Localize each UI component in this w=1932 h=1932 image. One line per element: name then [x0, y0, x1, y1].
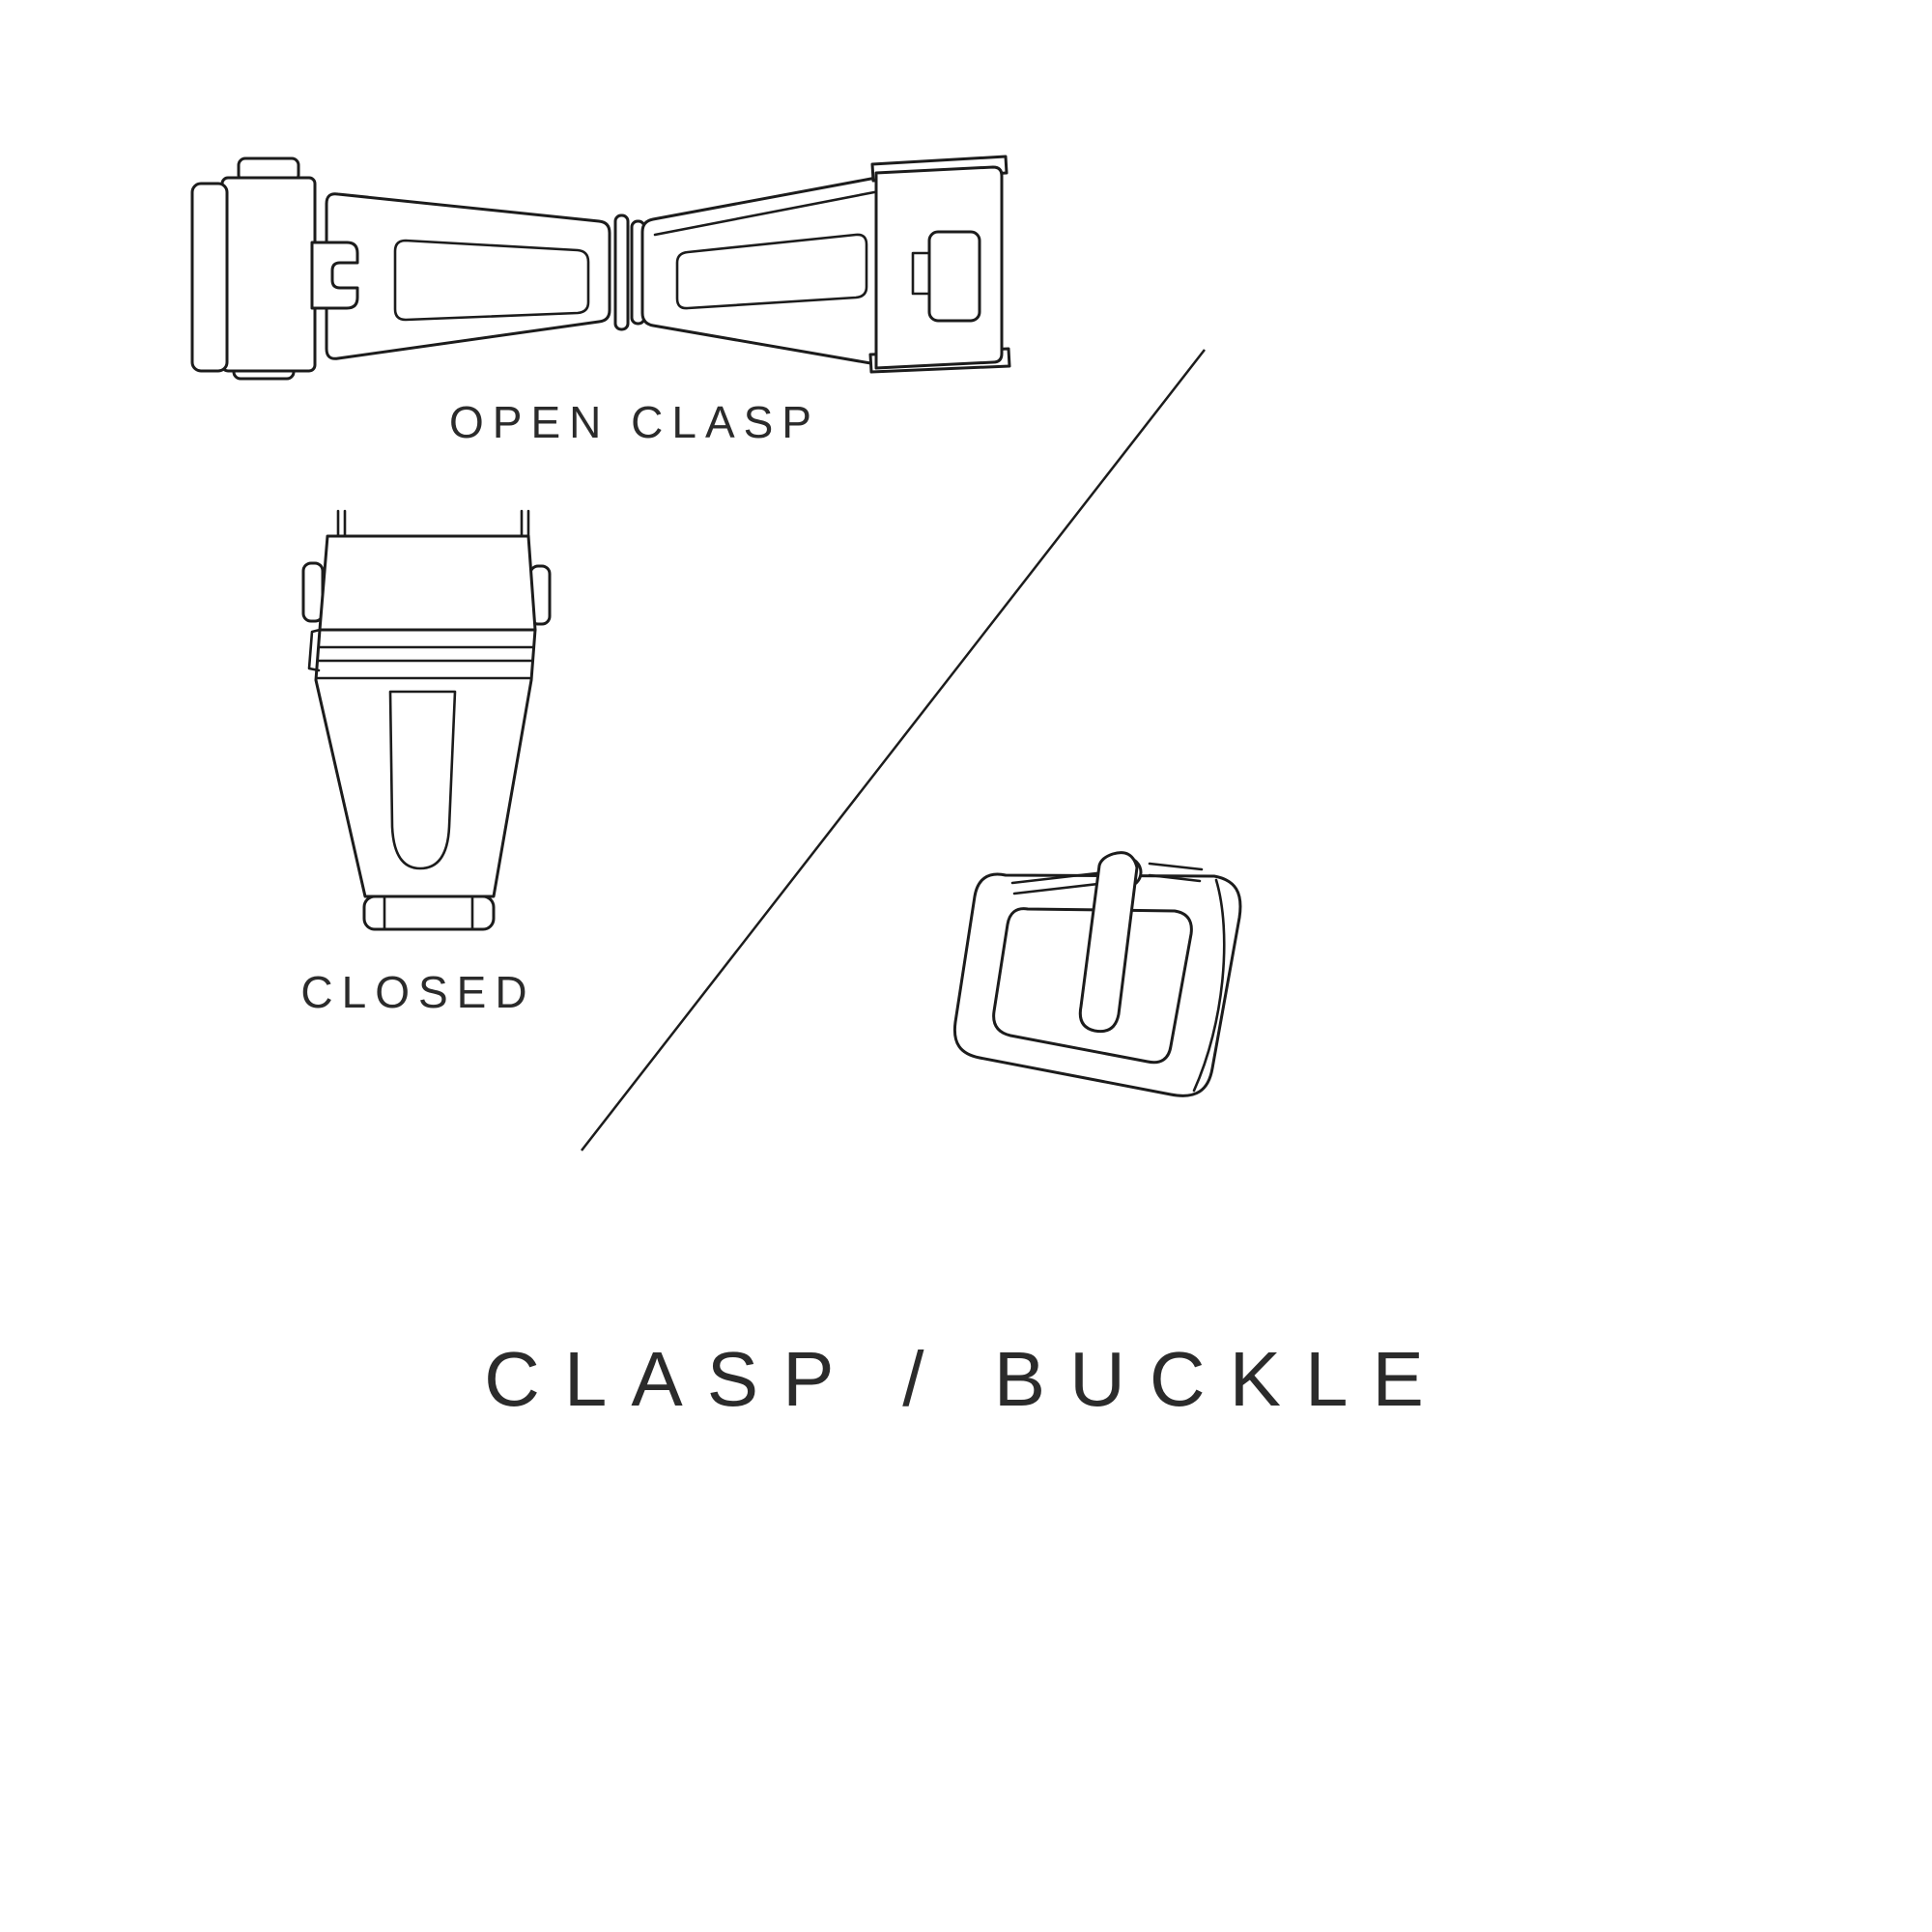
closed-clasp-illustration	[301, 509, 552, 931]
buckle-illustration	[952, 851, 1242, 1097]
closed-label: CLOSED	[300, 967, 536, 1017]
open-clasp-illustration	[190, 155, 1011, 381]
open-clasp-label: OPEN CLASP	[449, 397, 820, 447]
divider-line	[581, 349, 1206, 1151]
page-title: CLASP / BUCKLE	[484, 1336, 1448, 1422]
